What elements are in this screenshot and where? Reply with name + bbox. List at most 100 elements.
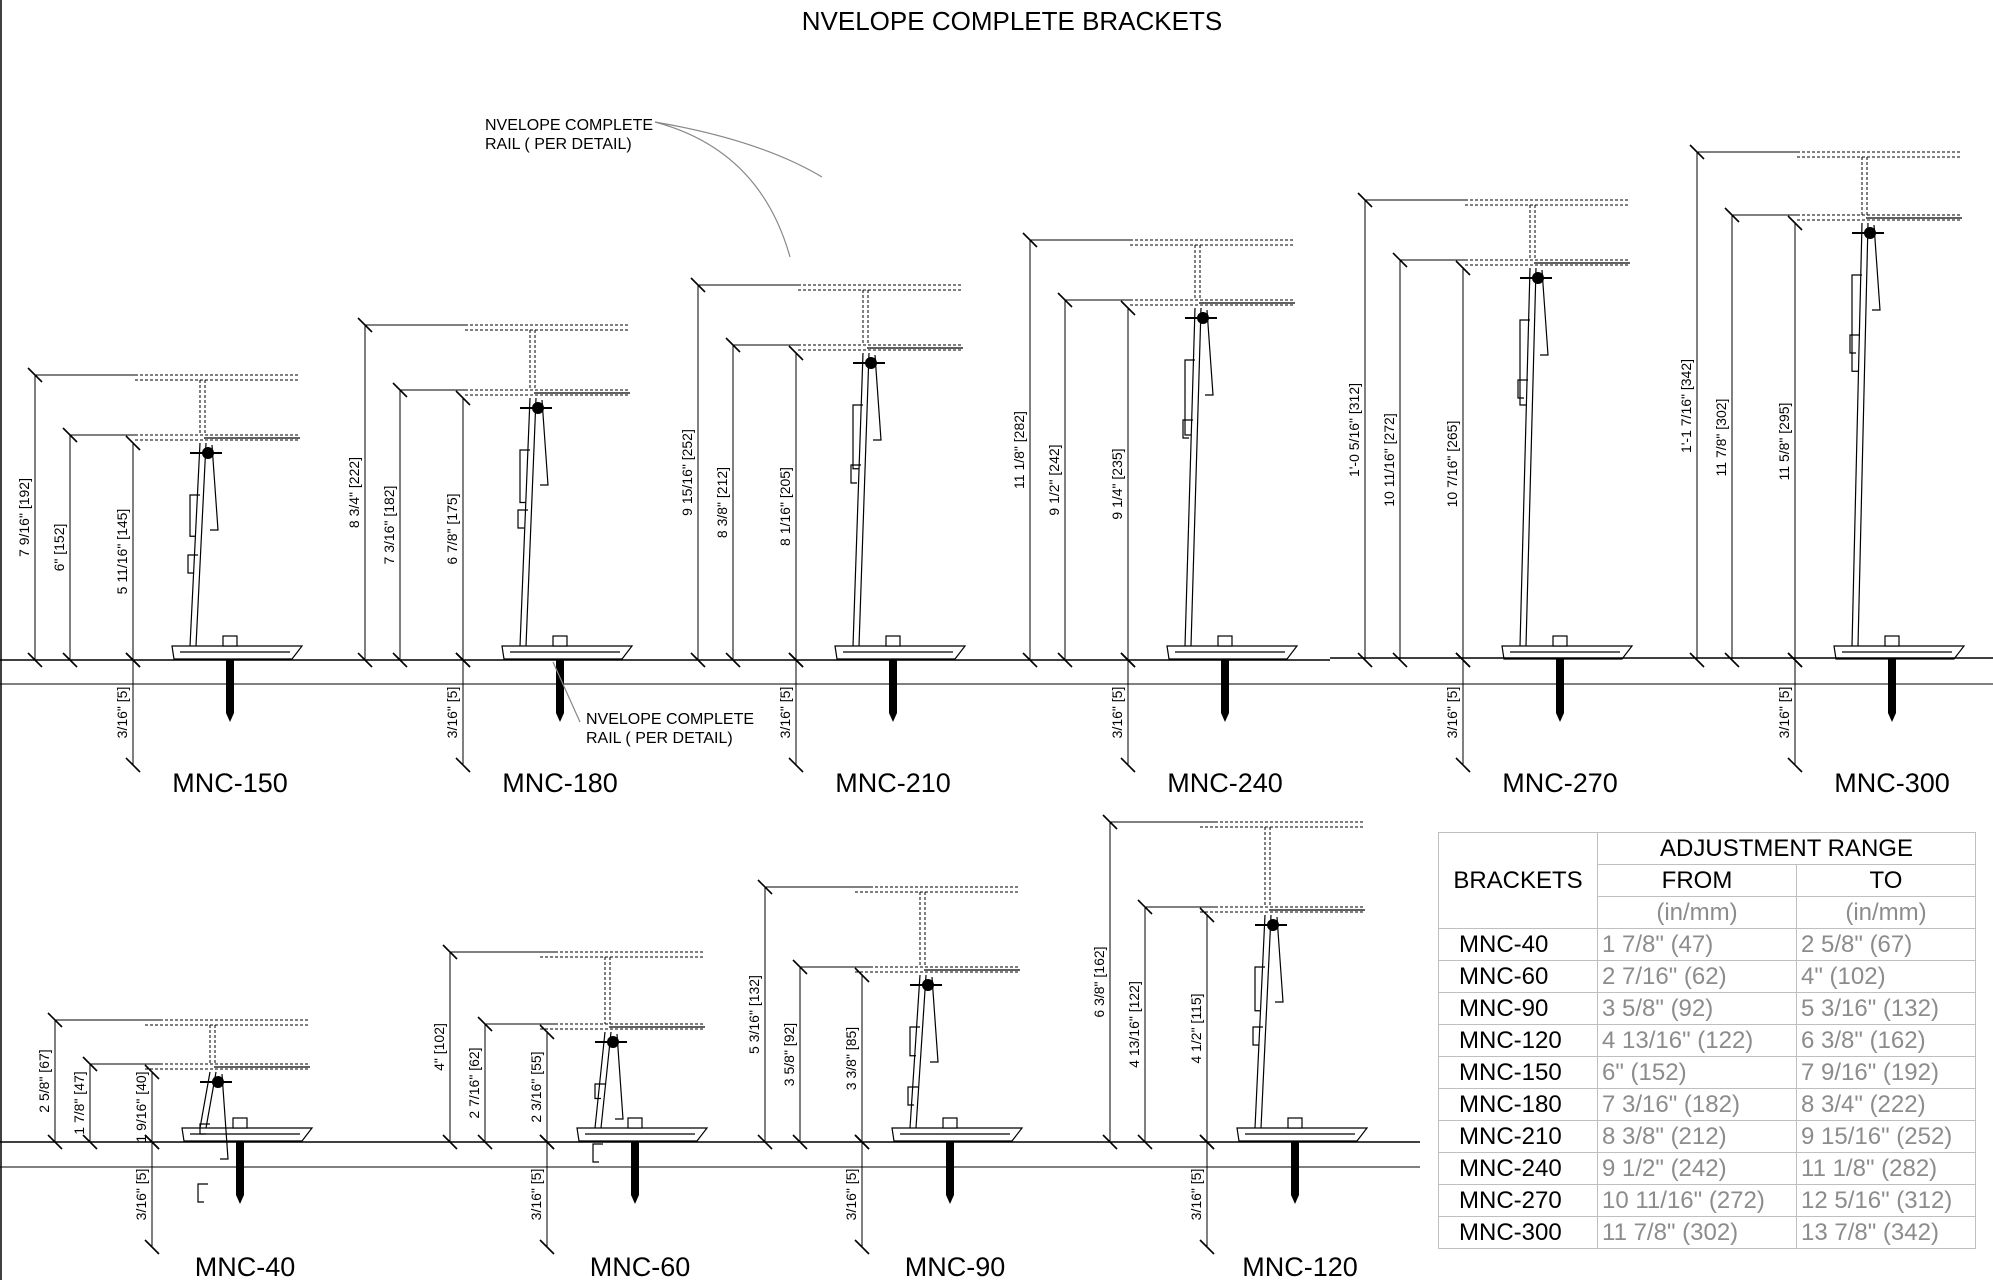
table-cell-b: MNC-150	[1438, 1056, 1598, 1089]
table-units-to: (in/mm)	[1796, 896, 1976, 929]
bracket-label: MNC-270	[1502, 768, 1618, 798]
dim-clearance: 3/16" [5]	[843, 1169, 859, 1221]
dim-clearance: 3/16" [5]	[1776, 687, 1792, 739]
table-cell-from: 11 7/8" (302)	[1597, 1216, 1797, 1249]
dim-low: 3 3/8" [85]	[843, 1027, 859, 1090]
drawing-title: NVELOPE COMPLETE BRACKETS	[802, 6, 1222, 36]
dim-mid: 1 7/8" [47]	[71, 1071, 87, 1134]
bottom-row-brackets: 2 5/8" [67] 1 7/8" [47] 1 9/16" [40] 3/16" …	[0, 814, 1420, 1280]
bracket-label: MNC-90	[905, 1252, 1006, 1280]
bracket-label: MNC-300	[1834, 768, 1950, 798]
dim-mid: 6" [152]	[51, 524, 67, 572]
dim-low: 5 11/16" [145]	[114, 509, 130, 595]
bracket-top-4: 1'-0 5/16" [312] 10 11/16" [272] 10 7/16" …	[1346, 192, 1634, 798]
dim-total: 9 15/16" [252]	[679, 429, 695, 516]
rail-note-top-line1: NVELOPE COMPLETE	[485, 117, 653, 134]
table-cell-from: 7 3/16" (182)	[1597, 1088, 1797, 1121]
table-cell-from: 10 11/16" (272)	[1597, 1184, 1797, 1217]
bracket-bot-2: 5 3/16" [132]3 5/8" [92]3 3/8" [85]3/16"…	[746, 879, 1024, 1280]
table-cell-to: 13 7/8" (342)	[1796, 1216, 1976, 1249]
dim-clearance: 3/16" [5]	[444, 687, 460, 739]
table-header-range: ADJUSTMENT RANGE	[1597, 832, 1976, 865]
table-cell-b: MNC-180	[1438, 1088, 1598, 1121]
dim-low: 6 7/8" [175]	[444, 493, 460, 564]
dim-low: 1 9/16" [40]	[133, 1071, 149, 1142]
table-cell-b: MNC-60	[1438, 960, 1598, 993]
table-cell-to: 11 1/8" (282)	[1796, 1152, 1976, 1185]
table-cell-b: MNC-40	[1438, 928, 1598, 961]
bracket-label: MNC-150	[172, 768, 288, 798]
table-cell-to: 9 15/16" (252)	[1796, 1120, 1976, 1153]
table-cell-to: 12 5/16" (312)	[1796, 1184, 1976, 1217]
dim-low: 4 1/2" [115]	[1188, 993, 1204, 1063]
dim-clearance: 3/16" [5]	[1188, 1169, 1204, 1221]
table-cell-from: 8 3/8" (212)	[1597, 1120, 1797, 1153]
table-header-from: FROM	[1597, 864, 1797, 897]
adjustment-range-table: BRACKETS ADJUSTMENT RANGE FROM TO (in/mm…	[1438, 832, 1976, 1249]
bracket-label: MNC-210	[835, 768, 951, 798]
table-cell-to: 6 3/8" (162)	[1796, 1024, 1976, 1057]
bracket-bot-3: 6 3/8" [162] 4 13/16" [122] 4 1/2" [115] 3/…	[1091, 814, 1369, 1280]
dim-total: 2 5/8" [67]	[36, 1049, 52, 1112]
rail-note-bottom-line2: RAIL ( PER DETAIL)	[586, 730, 733, 747]
table-cell-to: 7 9/16" (192)	[1796, 1056, 1976, 1089]
dim-mid: 4 13/16" [122]	[1126, 981, 1142, 1068]
bracket-top-5: 1'-1 7/16" [342]11 7/8" [302]11 5/8" [29…	[1678, 144, 1966, 798]
table-units-from: (in/mm)	[1597, 896, 1797, 929]
dim-mid: 11 7/8" [302]	[1713, 399, 1729, 477]
dim-clearance: 3/16" [5]	[528, 1169, 544, 1221]
table-cell-from: 3 5/8" (92)	[1597, 992, 1797, 1025]
dim-clearance: 3/16" [5]	[1444, 687, 1460, 739]
rail-note-bottom-line1: NVELOPE COMPLETE	[586, 711, 754, 728]
bracket-bot-1: 4" [102]2 7/16" [62]2 3/16" [55]3/16" [5…	[431, 944, 709, 1280]
table-cell-b: MNC-270	[1438, 1184, 1598, 1217]
dim-mid: 8 3/8" [212]	[714, 467, 730, 538]
dim-mid: 10 11/16" [272]	[1381, 413, 1397, 506]
dim-mid: 9 1/2" [242]	[1046, 444, 1062, 515]
dim-mid: 3 5/8" [92]	[781, 1023, 797, 1086]
table-cell-b: MNC-90	[1438, 992, 1598, 1025]
table-cell-b: MNC-210	[1438, 1120, 1598, 1153]
bracket-label: MNC-120	[1242, 1252, 1358, 1280]
table-cell-to: 4" (102)	[1796, 960, 1976, 993]
dim-low: 9 1/4" [235]	[1109, 448, 1125, 519]
table-cell-to: 8 3/4" (222)	[1796, 1088, 1976, 1121]
bracket-bot-0: 2 5/8" [67] 1 7/8" [47] 1 9/16" [40] 3/16" …	[36, 1012, 314, 1280]
dim-low: 10 7/16" [265]	[1444, 421, 1460, 508]
dim-mid: 2 7/16" [62]	[466, 1047, 482, 1118]
dim-total: 7 9/16" [192]	[16, 478, 32, 557]
dim-clearance: 3/16" [5]	[777, 687, 793, 739]
dim-low: 8 1/16" [205]	[777, 467, 793, 546]
dim-total: 8 3/4" [222]	[346, 457, 362, 528]
table-cell-b: MNC-240	[1438, 1152, 1598, 1185]
dim-low: 2 3/16" [55]	[528, 1051, 544, 1122]
dim-total: 1'-1 7/16" [342]	[1678, 359, 1694, 453]
bracket-label: MNC-40	[195, 1252, 296, 1280]
dim-clearance: 3/16" [5]	[114, 687, 130, 739]
bracket-top-1: 8 3/4" [222] 7 3/16" [182] 6 7/8" [175] 3/1…	[346, 317, 634, 798]
table-cell-b: MNC-300	[1438, 1216, 1598, 1249]
bracket-label: MNC-240	[1167, 768, 1283, 798]
bracket-top-2: 9 15/16" [252] 8 3/8" [212] 8 1/16" [205] 3…	[679, 277, 967, 798]
rail-notes: NVELOPE COMPLETE RAIL ( PER DETAIL) NVEL…	[485, 117, 754, 747]
dim-total: 6 3/8" [162]	[1091, 946, 1107, 1017]
table-cell-from: 2 7/16" (62)	[1597, 960, 1797, 993]
dim-mid: 7 3/16" [182]	[381, 486, 397, 565]
dim-total: 11 1/8" [282]	[1011, 411, 1027, 489]
dim-clearance: 3/16" [5]	[133, 1169, 149, 1221]
table-header-brackets: BRACKETS	[1438, 832, 1598, 929]
bracket-label: MNC-60	[590, 1252, 691, 1280]
bracket-top-3: 11 1/8" [282]9 1/2" [242]9 1/4" [235]3/1…	[1011, 232, 1299, 798]
dim-total: 1'-0 5/16" [312]	[1346, 383, 1362, 477]
table-cell-from: 6" (152)	[1597, 1056, 1797, 1089]
